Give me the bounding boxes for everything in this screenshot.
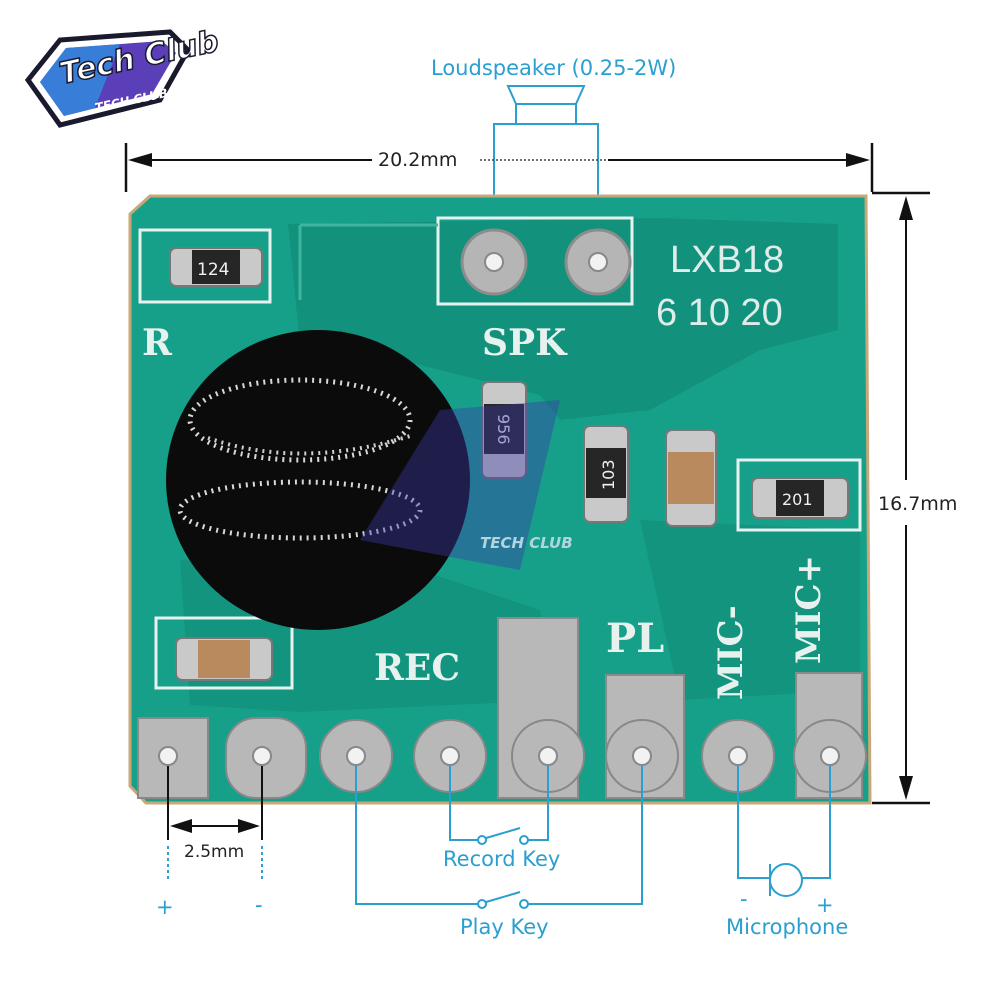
resistor-956: 956 xyxy=(481,381,527,479)
capacitor-top xyxy=(665,429,717,527)
pin-3 xyxy=(319,719,393,793)
record-key-label: Record Key xyxy=(443,847,560,871)
width-dimension: 20.2mm xyxy=(124,143,874,192)
width-value: 20.2mm xyxy=(378,149,457,171)
spk-label: SPK xyxy=(482,322,568,364)
power-minus-label: - xyxy=(255,893,263,917)
mic-plus-label: MIC+ xyxy=(789,555,829,664)
pin-2 xyxy=(225,717,307,799)
watermark-sub-text: TECH CLUB xyxy=(480,534,573,552)
resistor-201-label: 201 xyxy=(782,490,813,509)
resistor-201: 201 xyxy=(751,477,849,519)
pin-1 xyxy=(137,717,209,799)
chip-epoxy-blob xyxy=(166,330,470,630)
speaker-pad-1 xyxy=(460,228,528,296)
pin-6 xyxy=(605,719,679,793)
pitch-value: 2.5mm xyxy=(184,842,244,862)
resistor-124: 124 xyxy=(169,247,263,287)
height-dimension: 16.7mm xyxy=(872,191,957,805)
pl-label: PL xyxy=(606,615,664,662)
resistor-124-label: 124 xyxy=(197,260,229,280)
play-key-label: Play Key xyxy=(460,915,549,939)
watermark-logo: TECH CLUB xyxy=(360,400,573,570)
pitch-dimension: 2.5mm xyxy=(167,766,263,862)
mic-minus-sign: - xyxy=(740,887,748,911)
capacitor-bottom xyxy=(175,637,273,681)
power-plus-label: + xyxy=(156,895,174,919)
mic-minus-label: MIC- xyxy=(711,605,751,700)
brand-logo: Tech Club TECH CLUB xyxy=(24,23,223,128)
play-key-switch xyxy=(355,766,643,909)
resistor-103: 103 xyxy=(583,425,629,523)
loudspeaker-label: Loudspeaker (0.25-2W) xyxy=(431,56,676,80)
resistor-956-label: 956 xyxy=(494,414,513,445)
microphone-icon xyxy=(737,766,831,897)
speaker-pad-2 xyxy=(564,228,632,296)
rec-label: REC xyxy=(374,647,460,689)
microphone-label: Microphone xyxy=(726,915,848,939)
pin-7 xyxy=(701,719,775,793)
mic-plus-sign: + xyxy=(816,893,834,917)
resistor-103-label: 103 xyxy=(599,459,618,490)
r-label: R xyxy=(142,322,173,364)
record-key-switch xyxy=(449,766,549,845)
board-variants-label: 6 10 20 xyxy=(656,292,783,334)
board-model-label: LXB18 xyxy=(670,239,784,281)
height-value: 16.7mm xyxy=(878,493,957,515)
pin-4 xyxy=(413,719,487,793)
